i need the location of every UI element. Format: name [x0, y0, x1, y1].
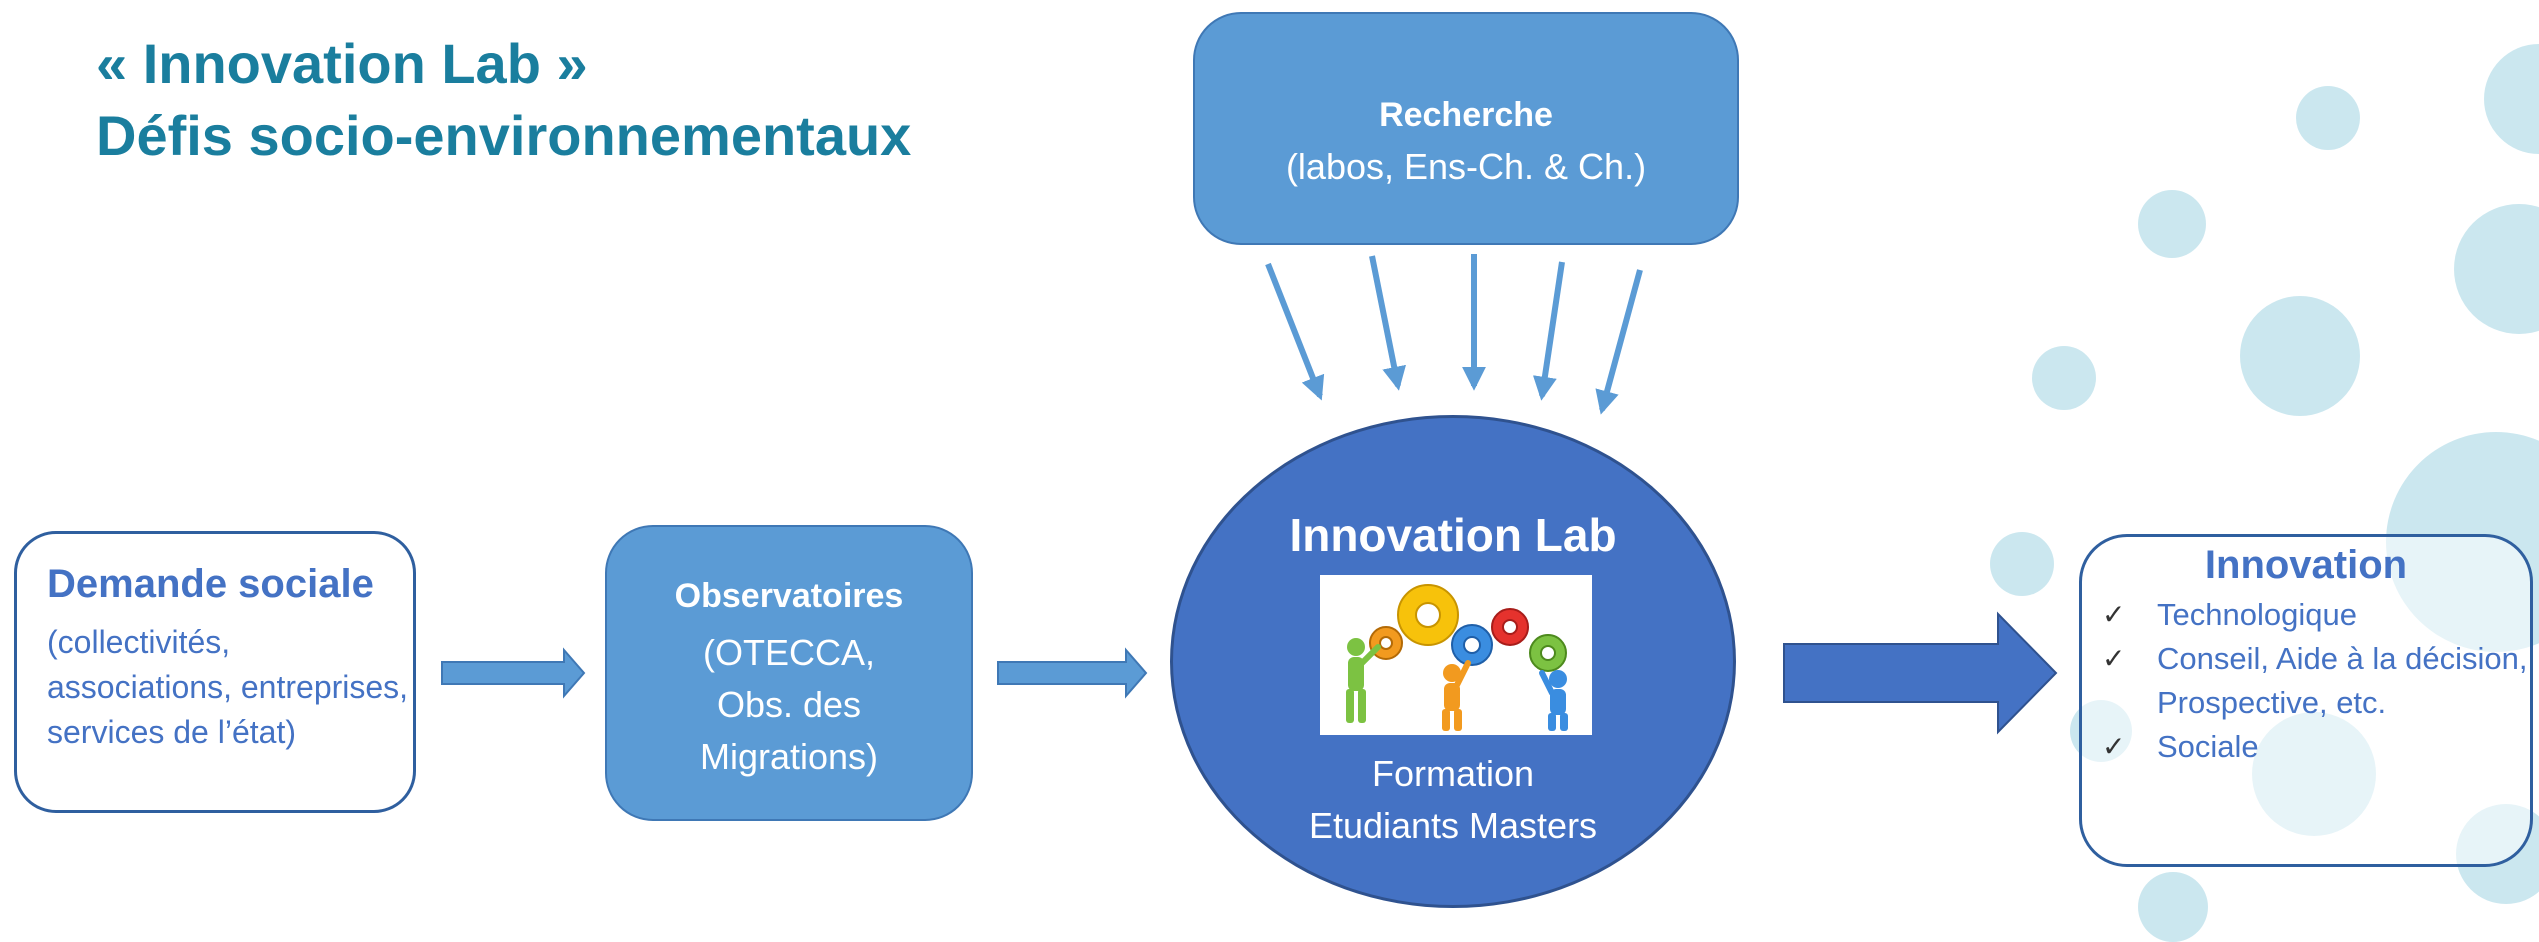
- innovation-list-item: ✓ Conseil, Aide à la décision, Prospectiv…: [2102, 637, 2532, 725]
- innovation-lab-line1: Formation: [1371, 753, 1535, 794]
- observatoires-line2: Obs. des: [716, 684, 862, 725]
- arrow-demande-to-observatoires: [441, 647, 586, 699]
- gears-teamwork-image: [1320, 575, 1592, 735]
- innovation-list: ✓ Technologique ✓ Conseil, Aide à la décis…: [2102, 593, 2532, 769]
- innovation-box: Innovation ✓ Technologique ✓ Conseil, Aide…: [2079, 534, 2533, 867]
- innovation-lab-ellipse: Innovation Lab: [1170, 415, 1736, 908]
- observatoires-box: Observatoires (OTECCA, Obs. des Migratio…: [605, 525, 973, 821]
- arrow-observatoires-to-lab: [997, 647, 1148, 699]
- decorative-bubble: [2240, 296, 2360, 416]
- recherche-title: Recherche: [1379, 96, 1553, 134]
- decorative-bubble: [1990, 532, 2054, 596]
- demande-sociale-subtitle: (collectivités, associations, entreprise…: [47, 624, 409, 750]
- decorative-bubble: [2138, 190, 2206, 258]
- page-title-line2: Défis socio-environnementaux: [96, 104, 912, 167]
- check-icon: ✓: [2102, 643, 2126, 674]
- arrow-recherche-to-lab-1: [1265, 262, 1325, 401]
- innovation-list-item: ✓ Sociale: [2102, 725, 2532, 769]
- page-title: « Innovation Lab » Défis socio-environne…: [96, 28, 911, 172]
- observatoires-line3: Migrations): [699, 736, 879, 777]
- innovation-title: Innovation: [2204, 543, 2408, 587]
- arrow-recherche-to-lab-2: [1369, 255, 1407, 391]
- demande-sociale-box: Demande sociale (collectivités, associat…: [14, 531, 416, 813]
- observatoires-line1: (OTECCA,: [702, 632, 875, 673]
- gears-teamwork-illustration: [1346, 584, 1568, 731]
- arrow-lab-to-innovation: [1783, 611, 2058, 735]
- demande-sociale-title: Demande sociale: [47, 562, 374, 606]
- innovation-lab-subtitle: Formation Etudiants Masters: [1173, 748, 1733, 852]
- innovation-list-item: ✓ Technologique: [2102, 593, 2532, 637]
- innovation-item-label: Sociale: [2157, 729, 2259, 764]
- innovation-lab-line2: Etudiants Masters: [1308, 805, 1598, 846]
- check-icon: ✓: [2102, 731, 2126, 762]
- innovation-item-label: Conseil, Aide à la décision, Prospective…: [2157, 641, 2528, 720]
- check-icon: ✓: [2102, 599, 2126, 630]
- diagram-arrows: [441, 254, 2058, 735]
- observatoires-subtitle: (OTECCA, Obs. des Migrations): [607, 627, 971, 783]
- decorative-bubble: [2296, 86, 2360, 150]
- page-title-line1: « Innovation Lab »: [96, 32, 588, 95]
- observatoires-title: Observatoires: [674, 577, 904, 615]
- arrow-recherche-to-lab-4: [1532, 261, 1565, 401]
- innovation-lab-title: Innovation Lab: [1289, 509, 1617, 561]
- recherche-subtitle: (labos, Ens-Ch. & Ch.): [1285, 146, 1647, 187]
- innovation-item-label: Technologique: [2157, 597, 2357, 632]
- arrow-recherche-to-lab-5: [1595, 269, 1643, 415]
- recherche-box: Recherche (labos, Ens-Ch. & Ch.): [1193, 12, 1739, 245]
- decorative-bubble: [2032, 346, 2096, 410]
